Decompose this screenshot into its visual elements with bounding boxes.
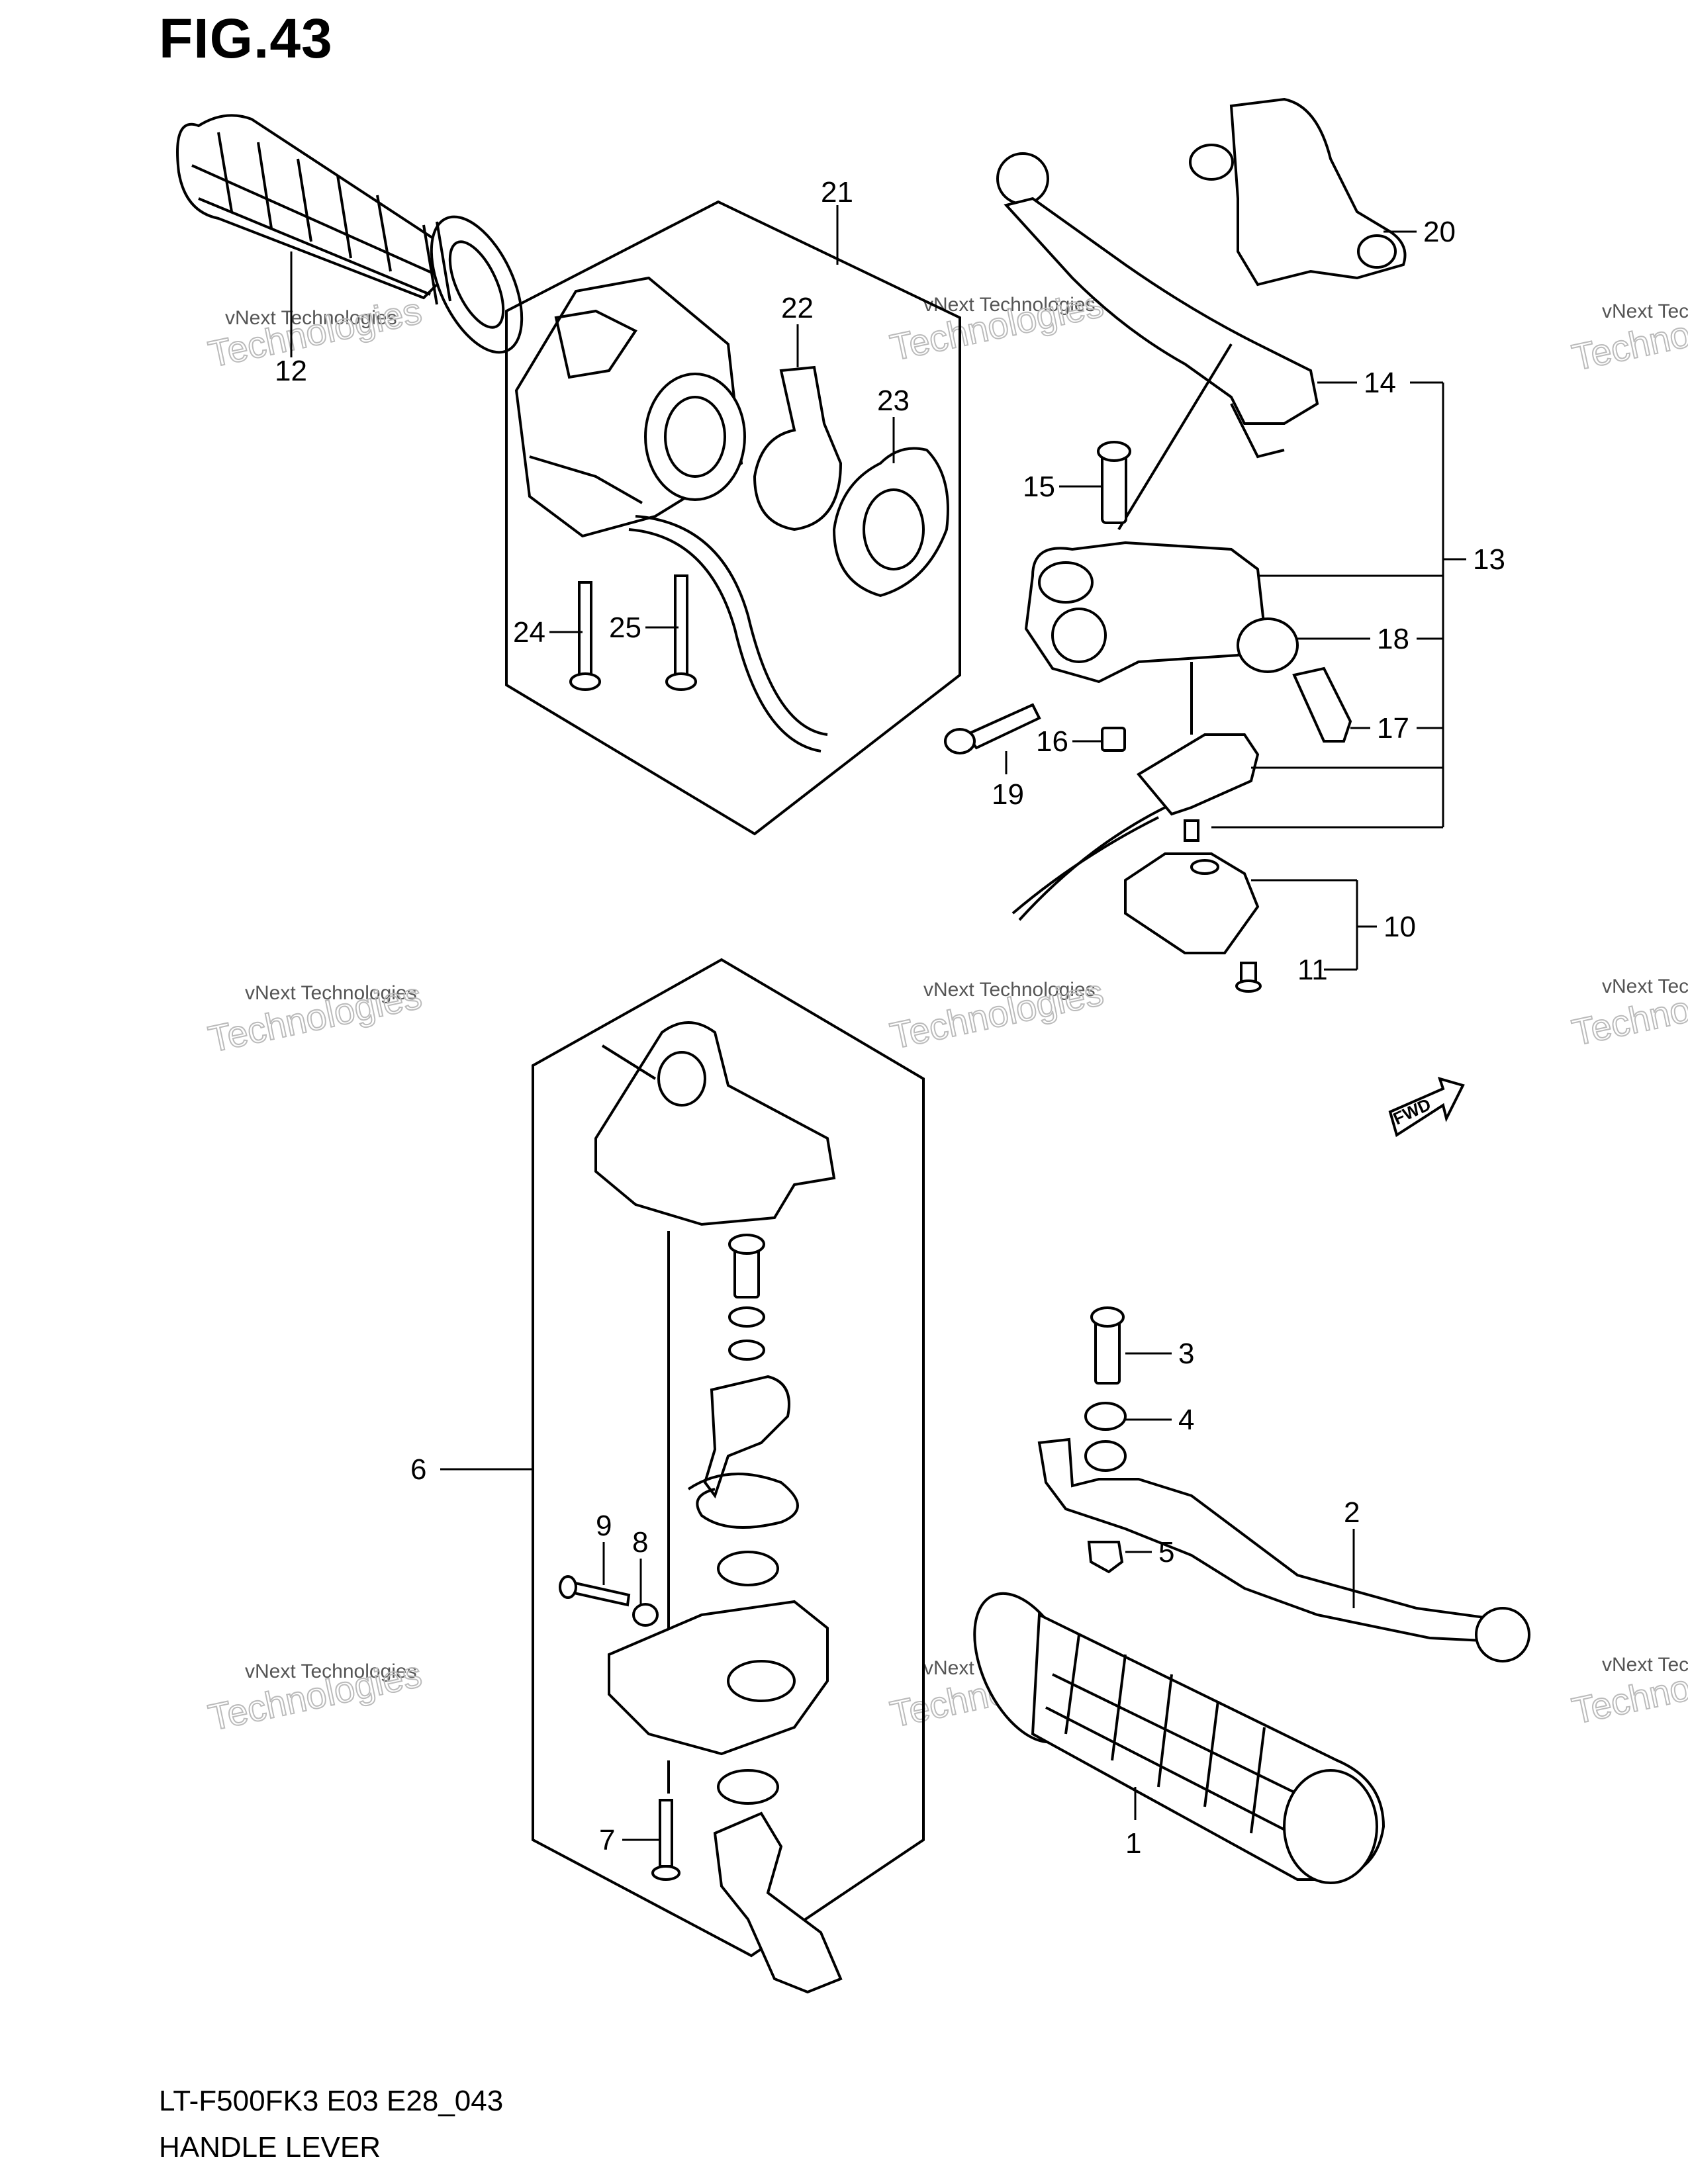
switch-10 xyxy=(1124,852,1262,993)
callout-23: 23 xyxy=(877,385,910,417)
watermark-text: vNext Technologies xyxy=(245,982,417,1004)
clutch-lever-14 xyxy=(996,152,1319,459)
callout-11: 11 xyxy=(1297,954,1328,986)
watermark-text: vNext Technologies xyxy=(923,979,1096,1001)
callout-21: 21 xyxy=(821,176,853,208)
callout-7: 7 xyxy=(599,1824,615,1856)
watermark-text: vNext Technologies xyxy=(1602,976,1688,997)
callout-24: 24 xyxy=(513,616,545,649)
callout-16: 16 xyxy=(1036,725,1068,758)
switch-assembly-box-21 xyxy=(505,200,961,836)
callout-15: 15 xyxy=(1023,471,1055,503)
callout-20: 20 xyxy=(1423,216,1456,248)
callout-22: 22 xyxy=(781,292,814,324)
callout-2: 2 xyxy=(1344,1496,1360,1529)
callout-4: 4 xyxy=(1178,1404,1194,1436)
callout-19: 19 xyxy=(992,778,1024,811)
callout-1: 1 xyxy=(1125,1827,1141,1860)
throttle-assembly-box-6 xyxy=(532,958,925,1994)
model-code: LT-F500FK3 E03 E28_043 xyxy=(159,2085,504,2117)
callout-18: 18 xyxy=(1377,623,1409,655)
figure-title: FIG.43 xyxy=(159,7,333,69)
lever-perch-13 xyxy=(944,343,1352,921)
callout-5: 5 xyxy=(1158,1536,1174,1569)
figure-name: HANDLE LEVER xyxy=(159,2131,381,2163)
callout-8: 8 xyxy=(632,1526,648,1559)
watermark-text: vNext Technologies xyxy=(1602,1654,1688,1676)
callout-13: 13 xyxy=(1473,543,1505,576)
grip-left-12 xyxy=(176,114,524,354)
callout-labels: 1 2 3 4 5 6 7 8 9 10 11 12 13 14 15 16 1… xyxy=(275,176,1505,1860)
callout-12: 12 xyxy=(275,355,307,387)
fwd-arrow-icon: FWD xyxy=(1388,1077,1465,1138)
watermark-text: vNext Technologies xyxy=(1602,300,1688,322)
perch-cover-20 xyxy=(1189,97,1407,287)
callout-9: 9 xyxy=(596,1510,612,1542)
watermark-text: vNext Technologies xyxy=(225,307,397,329)
callout-25: 25 xyxy=(609,612,641,644)
watermark-text: vNext Technologies xyxy=(245,1661,417,1682)
callout-3: 3 xyxy=(1178,1338,1194,1370)
callout-10: 10 xyxy=(1383,911,1416,943)
callout-14: 14 xyxy=(1364,367,1396,399)
watermark-text: Technologies xyxy=(205,289,425,375)
callout-6: 6 xyxy=(410,1453,426,1486)
callout-17: 17 xyxy=(1377,712,1409,745)
watermark-text: vNext Technologies xyxy=(923,294,1096,316)
leader-lines xyxy=(290,205,1466,1841)
brake-lever-2 xyxy=(1037,1306,1530,1662)
grip-right-1 xyxy=(973,1592,1385,1884)
